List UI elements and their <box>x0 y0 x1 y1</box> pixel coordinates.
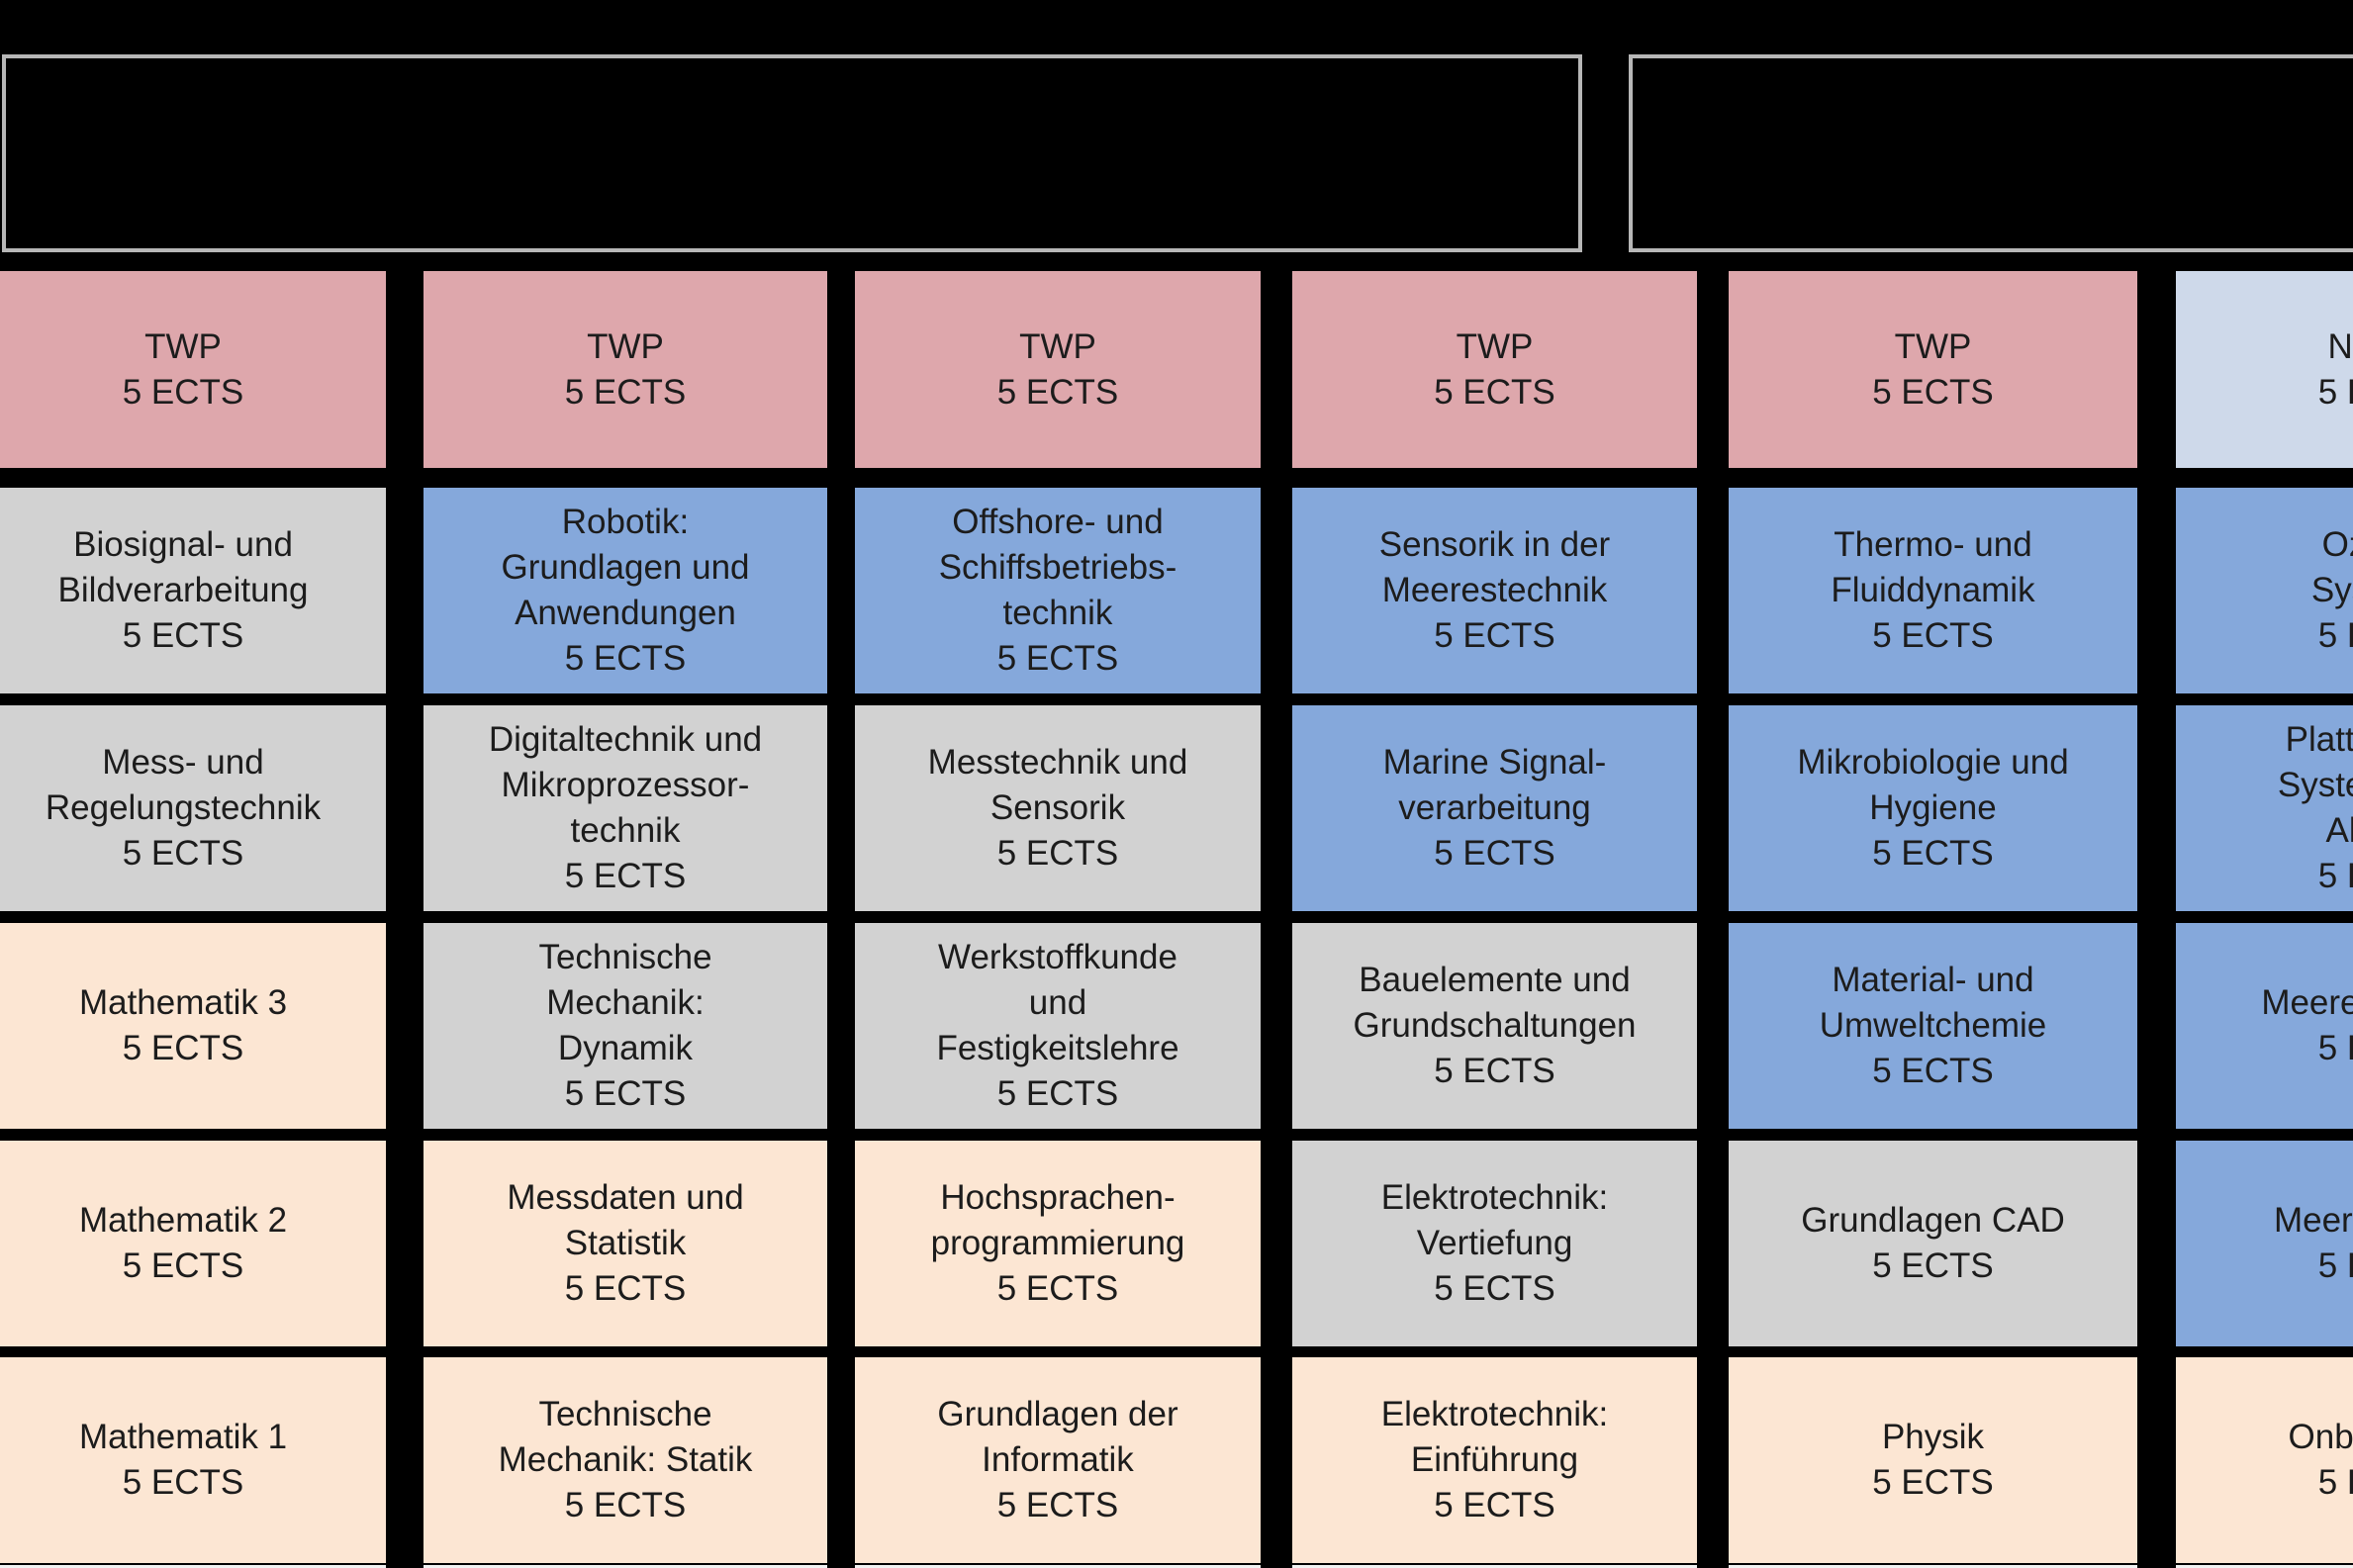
module-cell: Grundlagen der Informatik 5 ECTS <box>855 1357 1261 1563</box>
module-cell: Elektrotechnik: Einführung 5 ECTS <box>1292 1357 1697 1563</box>
module-cell <box>855 1565 1261 1568</box>
module-cell <box>2176 1565 2353 1568</box>
module-label: Offshore- und Schiffsbetriebs- technik 5… <box>938 503 1177 678</box>
module-cell: Werkstoffkunde und Festigkeitslehre 5 EC… <box>855 923 1261 1129</box>
module-label: Technische Mechanik: Dynamik 5 ECTS <box>538 938 712 1113</box>
module-cell: NTWP 5 ECTS <box>2176 271 2353 468</box>
module-label: Mess- und Regelungstechnik 5 ECTS <box>45 743 322 873</box>
module-cell: Technische Mechanik: Statik 5 ECTS <box>424 1357 827 1563</box>
header-box-right <box>1629 54 2353 252</box>
module-cell: Technische Mechanik: Dynamik 5 ECTS <box>424 923 827 1129</box>
module-label: Physik 5 ECTS <box>1872 1418 1994 1502</box>
module-label: Mathematik 1 5 ECTS <box>78 1418 288 1502</box>
module-cell <box>1292 1565 1697 1568</box>
module-cell <box>0 1565 386 1568</box>
module-cell: Messtechnik und Sensorik 5 ECTS <box>855 705 1261 911</box>
module-label: Elektrotechnik: Einführung 5 ECTS <box>1380 1395 1609 1524</box>
module-cell: Bauelemente und Grundschaltungen 5 ECTS <box>1292 923 1697 1129</box>
module-label: TWP 5 ECTS <box>564 326 687 412</box>
module-cell: Messdaten und Statistik 5 ECTS <box>424 1141 827 1346</box>
module-cell: Robotik: Grundlagen und Anwendungen 5 EC… <box>424 488 827 693</box>
module-cell: TWP 5 ECTS <box>1729 271 2137 468</box>
module-label: Meeresbiologie 5 ECTS <box>2261 983 2353 1067</box>
module-cell: Thermo- und Fluiddynamik 5 ECTS <box>1729 488 2137 693</box>
module-cell: Plattformen, Systeme und Aktorik 5 ECTS <box>2176 705 2353 911</box>
module-cell: Offshore- und Schiffsbetriebs- technik 5… <box>855 488 1261 693</box>
module-label: Mikrobiologie und Hygiene 5 ECTS <box>1797 743 2069 873</box>
module-cell <box>1729 1565 2137 1568</box>
module-label: Mathematik 3 5 ECTS <box>78 983 288 1067</box>
module-cell: Grundlagen CAD 5 ECTS <box>1729 1141 2137 1346</box>
module-cell: Biosignal- und Bildverarbeitung 5 ECTS <box>0 488 386 693</box>
module-label: Robotik: Grundlagen und Anwendungen 5 EC… <box>501 503 750 678</box>
module-label: Messtechnik und Sensorik 5 ECTS <box>927 743 1188 873</box>
module-cell: TWP 5 ECTS <box>0 271 386 468</box>
module-label: Meereskunde 5 ECTS <box>2273 1201 2353 1285</box>
module-label: Messdaten und Statistik 5 ECTS <box>507 1178 744 1308</box>
module-label: Biosignal- und Bildverarbeitung 5 ECTS <box>57 525 309 655</box>
module-cell: Marine Signal- verarbeitung 5 ECTS <box>1292 705 1697 911</box>
module-cell: Onboarding 5 ECTS <box>2176 1357 2353 1563</box>
module-label: TWP 5 ECTS <box>1872 326 1994 412</box>
module-cell: Meeresbiologie 5 ECTS <box>2176 923 2353 1129</box>
module-label: TWP 5 ECTS <box>122 326 244 412</box>
module-cell: Mathematik 1 5 ECTS <box>0 1357 386 1563</box>
module-label: Grundlagen der Informatik 5 ECTS <box>937 1395 1178 1524</box>
module-label: Plattformen, Systeme und Aktorik 5 ECTS <box>2277 720 2353 895</box>
module-cell: Hochsprachen- programmierung 5 ECTS <box>855 1141 1261 1346</box>
module-cell: Sensorik in der Meerestechnik 5 ECTS <box>1292 488 1697 693</box>
module-label: Digitaltechnik und Mikroprozessor- techn… <box>488 720 763 895</box>
module-label: Grundlagen CAD 5 ECTS <box>1801 1201 2065 1285</box>
module-label: NTWP 5 ECTS <box>2317 326 2353 412</box>
module-label: Hochsprachen- programmierung 5 ECTS <box>930 1178 1185 1308</box>
module-label: Material- und Umweltchemie 5 ECTS <box>1819 961 2047 1090</box>
module-label: Werkstoffkunde und Festigkeitslehre 5 EC… <box>936 938 1179 1113</box>
module-label: Technische Mechanik: Statik 5 ECTS <box>498 1395 753 1524</box>
module-label: TWP 5 ECTS <box>996 326 1119 412</box>
module-cell: TWP 5 ECTS <box>855 271 1261 468</box>
module-cell: Mess- und Regelungstechnik 5 ECTS <box>0 705 386 911</box>
module-label: Marine Signal- verarbeitung 5 ECTS <box>1382 743 1607 873</box>
module-cell: Material- und Umweltchemie 5 ECTS <box>1729 923 2137 1129</box>
module-cell: Physik 5 ECTS <box>1729 1357 2137 1563</box>
module-cell <box>424 1565 827 1568</box>
module-label: Mathematik 2 5 ECTS <box>78 1201 288 1285</box>
module-cell: TWP 5 ECTS <box>424 271 827 468</box>
module-label: Bauelemente und Grundschaltungen 5 ECTS <box>1353 961 1637 1090</box>
module-cell: Mikrobiologie und Hygiene 5 ECTS <box>1729 705 2137 911</box>
module-cell: Elektrotechnik: Vertiefung 5 ECTS <box>1292 1141 1697 1346</box>
header-box-left <box>2 54 1582 252</box>
module-cell: Digitaltechnik und Mikroprozessor- techn… <box>424 705 827 911</box>
module-label: Elektrotechnik: Vertiefung 5 ECTS <box>1380 1178 1609 1308</box>
module-label: Ozean- Systeme 5 ECTS <box>2310 525 2353 655</box>
module-cell: TWP 5 ECTS <box>1292 271 1697 468</box>
module-label: Sensorik in der Meerestechnik 5 ECTS <box>1378 525 1611 655</box>
module-label: Onboarding 5 ECTS <box>2288 1418 2353 1502</box>
module-cell: Ozean- Systeme 5 ECTS <box>2176 488 2353 693</box>
module-cell: Meereskunde 5 ECTS <box>2176 1141 2353 1346</box>
module-cell: Mathematik 3 5 ECTS <box>0 923 386 1129</box>
module-cell: Mathematik 2 5 ECTS <box>0 1141 386 1346</box>
module-label: TWP 5 ECTS <box>1434 326 1555 412</box>
module-label: Thermo- und Fluiddynamik 5 ECTS <box>1831 525 2035 655</box>
